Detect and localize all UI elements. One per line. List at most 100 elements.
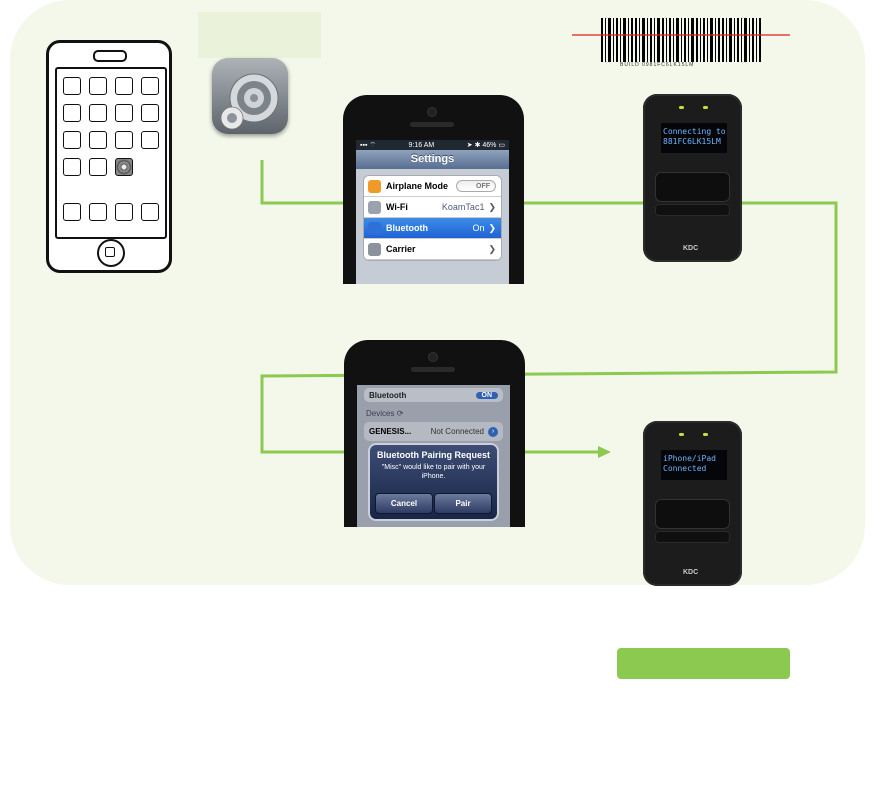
row-carrier[interactable]: Carrier ❯ bbox=[364, 239, 501, 260]
display-line-1: Connecting to bbox=[663, 127, 726, 136]
row-airplane-mode[interactable]: Airplane Mode OFF bbox=[364, 176, 501, 197]
dock-icon bbox=[89, 203, 107, 221]
devices-label: Devices bbox=[366, 409, 395, 418]
app-icon bbox=[115, 131, 133, 149]
bluetooth-row: Bluetooth ON bbox=[364, 388, 503, 402]
iphone-settings: ▪▪▪ ⌔ 9:16 AM ➤ ✱ 46% ▭ Settings Airplan… bbox=[343, 95, 524, 284]
function-button[interactable] bbox=[655, 204, 730, 216]
app-icon bbox=[89, 131, 107, 149]
display-line-2: 881FC6LK15LM bbox=[663, 137, 721, 146]
device-name: GENESIS... bbox=[369, 427, 412, 436]
scan-line bbox=[572, 34, 790, 36]
earpiece bbox=[410, 122, 454, 127]
dialog-title: Bluetooth Pairing Request bbox=[376, 450, 490, 460]
status-battery: 46% bbox=[482, 142, 497, 149]
row-bluetooth[interactable]: Bluetooth On ❯ bbox=[364, 218, 501, 239]
display-line-1: iPhone/iPad bbox=[663, 454, 716, 463]
brand-logo: KDC bbox=[683, 569, 699, 576]
bluetooth-label: Bluetooth bbox=[369, 390, 407, 400]
device-row[interactable]: GENESIS... Not Connected › bbox=[364, 422, 503, 441]
app-icon bbox=[63, 158, 81, 176]
bluetooth-icon bbox=[368, 221, 381, 235]
status-time: 9:16 AM bbox=[408, 141, 435, 149]
signal-icon: ▪▪▪ ⌔ bbox=[360, 141, 376, 149]
row-wifi[interactable]: Wi-Fi KoamTac1 ❯ bbox=[364, 197, 501, 218]
row-label: Bluetooth bbox=[386, 223, 428, 233]
flow-arrow-head bbox=[598, 446, 611, 458]
dock-icon bbox=[115, 203, 133, 221]
chevron-right-icon: ❯ bbox=[488, 201, 496, 212]
iphone-pairing: Bluetooth ON Devices ⟳ GENESIS... Not Co… bbox=[344, 340, 525, 527]
info-icon[interactable]: › bbox=[488, 426, 498, 437]
status-led bbox=[679, 433, 684, 436]
row-label: Carrier bbox=[386, 244, 416, 254]
status-led bbox=[703, 433, 708, 436]
display-line-2: Connected bbox=[663, 464, 707, 473]
barcode-caption: BUILD 0981FC6LK15LM bbox=[620, 62, 695, 68]
phone-speaker bbox=[93, 50, 127, 62]
chevron-right-icon: ❯ bbox=[488, 222, 496, 233]
row-label: Airplane Mode bbox=[386, 181, 449, 191]
dock-icon bbox=[63, 203, 81, 221]
app-icon bbox=[63, 104, 81, 122]
nav-title: Settings bbox=[356, 150, 509, 169]
cancel-button[interactable]: Cancel bbox=[375, 493, 433, 514]
scan-button[interactable] bbox=[655, 499, 730, 529]
airplane-toggle[interactable]: OFF bbox=[456, 180, 496, 192]
earpiece bbox=[411, 367, 455, 372]
dock-icon bbox=[141, 203, 159, 221]
bluetooth-toggle[interactable]: ON bbox=[475, 391, 498, 399]
airplane-icon bbox=[368, 179, 381, 193]
home-button bbox=[97, 239, 125, 267]
app-icon bbox=[89, 158, 107, 176]
scan-button[interactable] bbox=[655, 172, 730, 202]
flow-line-icon-to-settings bbox=[260, 160, 347, 205]
device-status: Not Connected bbox=[430, 427, 484, 436]
app-icon bbox=[89, 77, 107, 95]
settings-app-icon bbox=[115, 158, 133, 176]
settings-gear-icon bbox=[212, 58, 288, 134]
front-camera bbox=[428, 352, 438, 362]
brand-logo: KDC bbox=[683, 245, 699, 252]
status-led bbox=[703, 106, 708, 109]
location-icon: ➤ ✱ bbox=[466, 142, 483, 149]
row-label: Wi-Fi bbox=[386, 202, 408, 212]
flow-line-settings-to-scanner bbox=[260, 201, 838, 454]
dialog-message: "Misc" would like to pair with your iPho… bbox=[381, 464, 486, 480]
app-icon bbox=[115, 104, 133, 122]
app-icon bbox=[141, 77, 159, 95]
spinner-icon: ⟳ bbox=[396, 409, 404, 418]
phone-sketch-screen bbox=[55, 67, 167, 239]
function-button[interactable] bbox=[655, 531, 730, 543]
app-icon bbox=[63, 77, 81, 95]
phone-icon bbox=[368, 242, 381, 256]
app-icon bbox=[141, 131, 159, 149]
front-camera bbox=[427, 107, 437, 117]
app-icon bbox=[63, 131, 81, 149]
chevron-right-icon: ❯ bbox=[488, 243, 496, 254]
label-box bbox=[198, 12, 321, 58]
green-button[interactable] bbox=[617, 648, 790, 679]
settings-screen: ▪▪▪ ⌔ 9:16 AM ➤ ✱ 46% ▭ Settings Airplan… bbox=[356, 140, 509, 284]
pairing-screen: Bluetooth ON Devices ⟳ GENESIS... Not Co… bbox=[357, 385, 510, 527]
battery-icon: ▭ bbox=[498, 142, 505, 149]
devices-header: Devices ⟳ bbox=[366, 409, 501, 418]
barcode bbox=[601, 18, 761, 62]
status-bar: ▪▪▪ ⌔ 9:16 AM ➤ ✱ 46% ▭ bbox=[356, 140, 509, 150]
pairing-dialog: Bluetooth Pairing Request "Misc" would l… bbox=[368, 443, 499, 521]
row-value: On bbox=[472, 223, 485, 233]
wifi-icon bbox=[368, 200, 381, 214]
phone-sketch bbox=[46, 40, 172, 273]
app-icon bbox=[115, 77, 133, 95]
status-led bbox=[679, 106, 684, 109]
row-value: KoamTac1 bbox=[441, 202, 485, 212]
settings-group: Airplane Mode OFF Wi-Fi KoamTac1 ❯ Bluet… bbox=[363, 175, 502, 261]
app-icon bbox=[141, 104, 159, 122]
app-icon bbox=[89, 104, 107, 122]
pair-button[interactable]: Pair bbox=[434, 493, 492, 514]
